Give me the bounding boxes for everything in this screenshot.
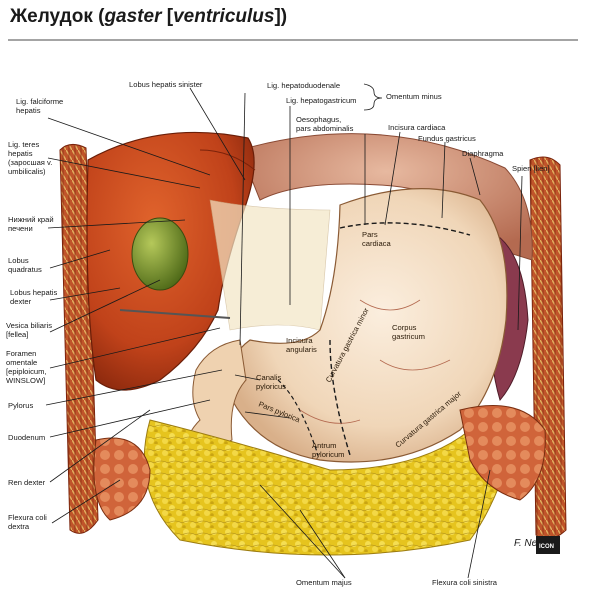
liver-left-lobe-edge (199, 149, 256, 171)
diaphragm (239, 133, 533, 261)
label-lig-hepatoduodenale: Lig. hepatoduodenale (267, 81, 340, 90)
gastric-vessels (299, 299, 451, 424)
label-incisura-angularis: Incisura angularis (286, 336, 317, 354)
label-splen: Spien [lien] (512, 164, 550, 173)
duodenum (186, 339, 247, 461)
cardia-boundary (339, 222, 471, 236)
illustration (59, 131, 567, 556)
label-corpus-gastricum: Corpus gastricum (392, 323, 425, 341)
gallbladder (131, 217, 189, 291)
label-lig-teres: Lig. teres hepatis (заросшая v. umbilica… (8, 140, 54, 176)
label-ren-dexter: Ren dexter (8, 478, 46, 487)
stomach (228, 188, 508, 463)
label-pylorus: Pylorus (8, 401, 34, 410)
label-canalis-pyloricus: Canalis pyloricus (256, 373, 286, 391)
probe (119, 309, 231, 319)
label-nizhny-kray: Нижний край печени (8, 215, 56, 233)
label-omentum-minus: Omentum minus (386, 92, 442, 101)
label-pars-cardiaca: Pars cardiaca (362, 230, 391, 248)
label-lobus-hepatis-sinister: Lobus hepatis sinister (129, 80, 203, 89)
label-flexura-coli-sinistra: Flexura coli sinistra (432, 578, 498, 587)
label-foramen-omentale: Foramen omentale [epiploicum, WINSLOW] (6, 349, 49, 385)
label-flexura-coli-dextra: Flexura coli dextra (8, 513, 49, 531)
antrum-boundary (277, 379, 319, 456)
label-oesophagus: Oesophagus, pars abdominalis (296, 115, 354, 133)
label-omentum-majus: Omentum majus (296, 578, 352, 587)
publisher-logo (536, 536, 560, 554)
label-incisura-cardiaca: Incisura cardiaca (388, 123, 446, 132)
leader-lines (45, 83, 523, 579)
publisher-mark: ICON (539, 544, 554, 550)
label-lobus-quadratus: Lobus quadratus (8, 256, 42, 274)
label-lig-hepatogastricum: Lig. hepatogastricum (286, 96, 357, 105)
label-fundus-gastricus: Fundus gastricus (418, 134, 476, 143)
label-vesica-biliaris: Vesica biliaris [fellea] (6, 321, 54, 339)
page-title: Желудок (gaster [ventriculus]) (10, 6, 288, 27)
label-diaphragma: Diaphragma (462, 149, 504, 158)
lesser-omentum (209, 199, 331, 331)
label-lobus-hepatis-dexter: Lobus hepatis dexter (10, 288, 59, 306)
signature: F. Netter (514, 538, 552, 549)
label-duodenum: Duodenum (8, 433, 45, 442)
pylorica-boundary (329, 339, 351, 456)
label-lig-falciforme: Lig. falciforme hepatis (16, 97, 65, 115)
colon-right (93, 437, 151, 521)
label-antrum-pyloricum: Antrum pyloricum (312, 441, 345, 459)
